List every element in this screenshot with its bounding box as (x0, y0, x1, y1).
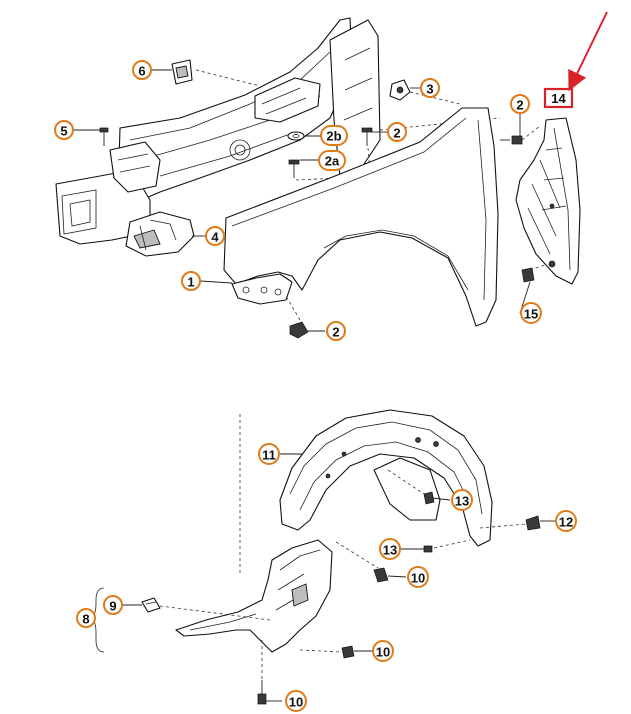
callout-15-label: 15 (524, 307, 538, 322)
callout-11-label: 11 (262, 448, 276, 463)
callout-2-top-label: 2 (393, 126, 400, 141)
part-9-clip (141, 597, 161, 613)
part-1-fender (223, 107, 499, 327)
callout-15: 15 (520, 302, 542, 324)
highlight-arrow (568, 11, 608, 92)
callout-10-middle: 10 (372, 640, 394, 662)
part-4-bracket (125, 211, 195, 257)
callout-10-upper-label: 10 (411, 571, 425, 586)
callout-2a: 2a (318, 150, 346, 171)
callout-12-label: 12 (559, 515, 573, 530)
callout-2b: 2b (320, 125, 348, 146)
callout-4: 4 (205, 226, 225, 246)
callout-11: 11 (258, 443, 280, 465)
bottom-guide-lines (159, 414, 527, 690)
callout-13-lower-label: 13 (383, 543, 397, 558)
callout-10-middle-label: 10 (376, 645, 390, 660)
callout-6: 6 (132, 60, 152, 80)
callout-9: 9 (103, 595, 123, 615)
frame-rail-bracket (55, 141, 161, 245)
callout-1: 1 (181, 271, 201, 291)
callout-2-right-label: 2 (516, 98, 523, 113)
callout-5-label: 5 (60, 124, 67, 139)
callout-8: 8 (76, 608, 96, 628)
callout-3-label: 3 (426, 82, 433, 97)
bottom-fasteners (257, 491, 541, 705)
callout-2-bottom-label: 2 (332, 325, 339, 340)
callout-10-lower-label: 10 (289, 695, 303, 710)
callout-5: 5 (54, 120, 74, 140)
callout-2a-label: 2a (325, 154, 340, 169)
callout-leaders (74, 69, 555, 702)
part-3-clip (389, 79, 411, 101)
callout-10-lower: 10 (285, 690, 307, 712)
part-6-bumper (171, 59, 193, 85)
callout-14-label: 14 (551, 91, 566, 106)
callout-13-upper-label: 13 (455, 494, 469, 509)
callout-3: 3 (420, 78, 440, 98)
callout-9-label: 9 (109, 599, 116, 614)
callout-13-upper: 13 (451, 489, 473, 511)
callout-2b-label: 2b (326, 129, 341, 144)
top-fasteners (99, 127, 535, 339)
callout-6-label: 6 (138, 64, 145, 79)
callout-4-label: 4 (211, 230, 219, 245)
callout-12: 12 (555, 510, 577, 532)
callout-1-label: 1 (187, 275, 194, 290)
callout-2-bottom: 2 (326, 321, 346, 341)
callout-10-upper: 10 (407, 566, 429, 588)
lower-liner (175, 539, 333, 653)
callout-2-right: 2 (510, 94, 530, 114)
callout-2-top: 2 (387, 122, 407, 142)
callout-14-highlighted: 14 (543, 87, 574, 109)
callout-13-lower: 13 (379, 538, 401, 560)
part-14-splash-shield (515, 117, 581, 285)
callout-8-label: 8 (82, 612, 89, 627)
part-11-wheelhouse-liner (279, 409, 493, 547)
